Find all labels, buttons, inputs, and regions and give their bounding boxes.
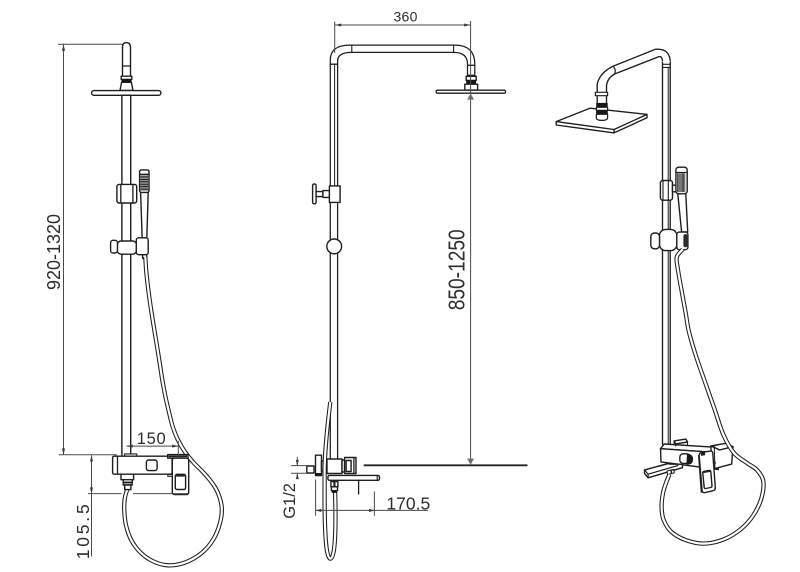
svg-text:150: 150 [137,430,167,448]
svg-text:850-1250: 850-1250 [444,229,470,310]
svg-text:170.5: 170.5 [386,494,430,514]
svg-text:920-1320: 920-1320 [44,214,64,290]
svg-text:G1/2: G1/2 [281,483,299,519]
svg-text:105.5: 105.5 [73,502,93,560]
svg-text:360: 360 [393,8,417,24]
